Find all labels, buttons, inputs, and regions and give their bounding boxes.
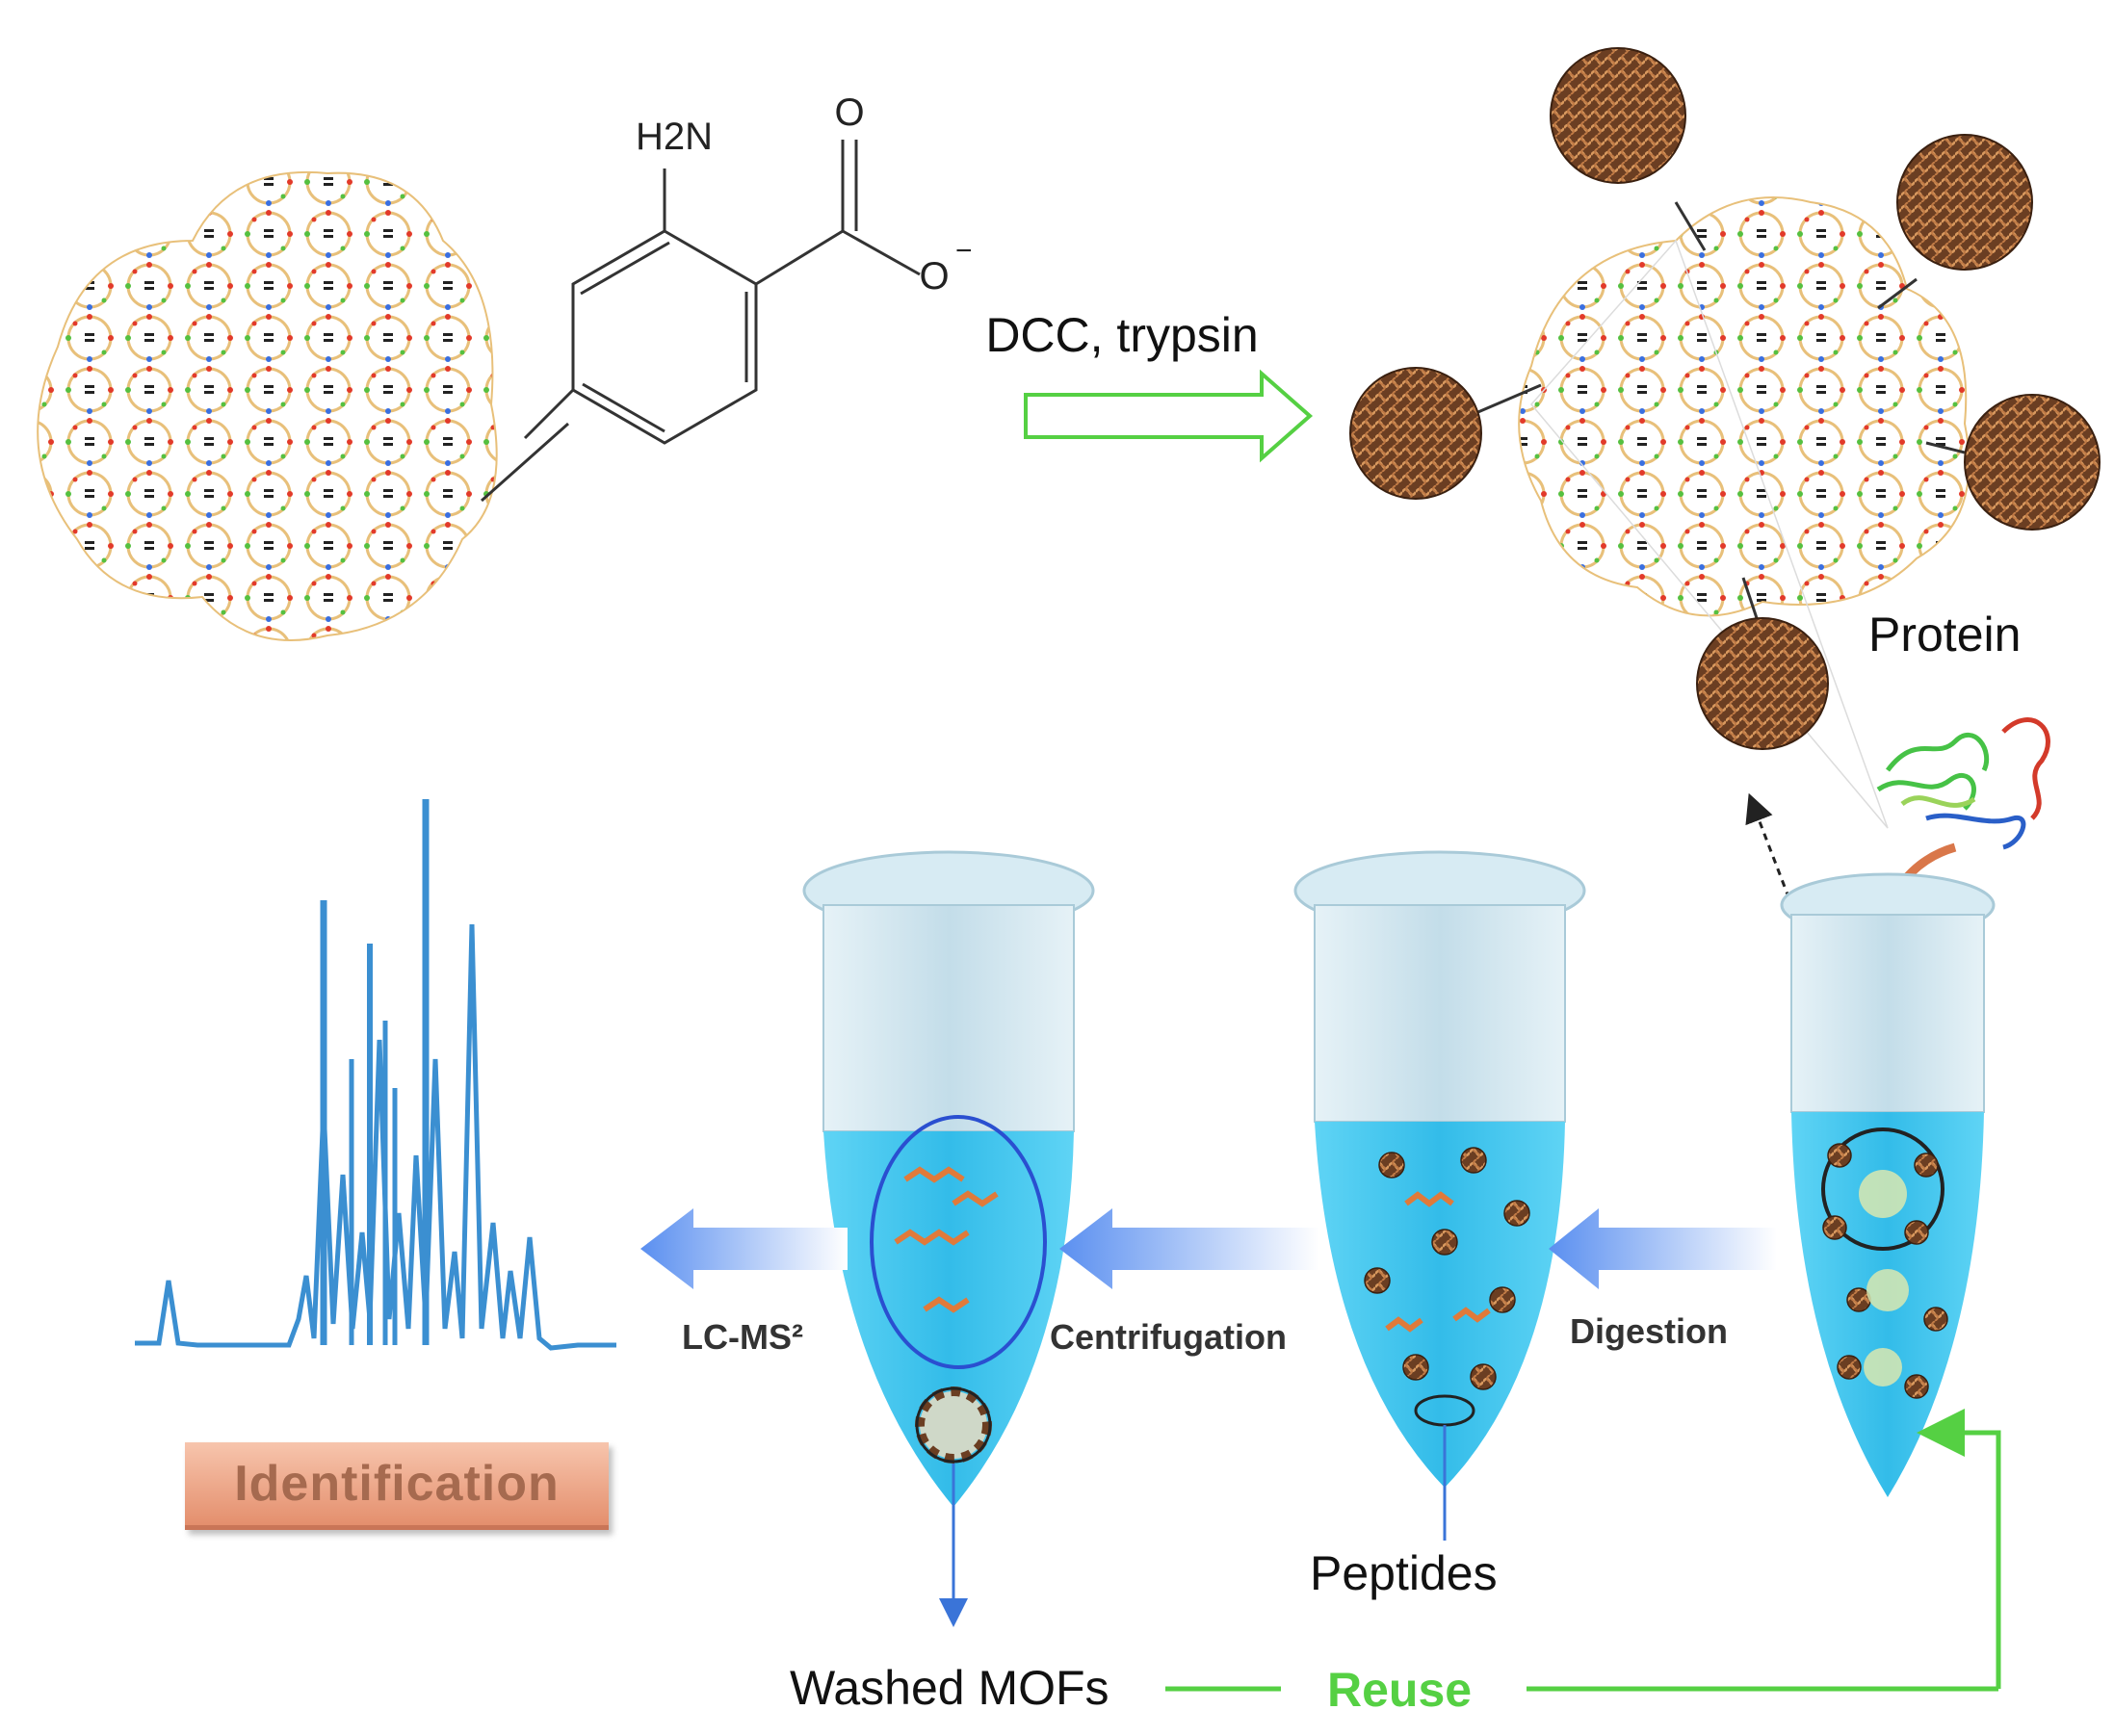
protein-blob — [1550, 47, 1686, 184]
centrifugation-label: Centrifugation — [1050, 1317, 1287, 1357]
digestion-arrow — [1549, 1208, 1777, 1289]
reuse-label: Reuse — [1327, 1663, 1473, 1717]
protein-label: Protein — [1868, 608, 2022, 661]
mof-particle-right — [1518, 196, 1970, 617]
identification-badge: Identification — [185, 1442, 609, 1530]
tube-washed — [802, 850, 1095, 1627]
mass-spectrum-trace — [135, 923, 616, 1351]
digestion-label: Digestion — [1570, 1311, 1729, 1351]
washed-mofs-label: Washed MOFs — [790, 1661, 1109, 1715]
reaction-arrow — [1024, 369, 1314, 463]
oxide-oxygen-label: O — [919, 255, 949, 298]
protein-blob — [1896, 134, 2033, 271]
protein-blob — [1349, 367, 1482, 500]
mof-particle-left — [37, 170, 498, 641]
zoom-wedge — [1530, 239, 1889, 829]
protein-ribbon-icon — [1876, 717, 2050, 850]
carbonyl-oxygen-label: O — [834, 91, 864, 134]
protein-blob — [1696, 617, 1829, 750]
protein-blobs — [1822, 1143, 1948, 1399]
peptide-chains — [894, 1166, 999, 1313]
peptide-chains — [1385, 1191, 1491, 1333]
mof-particles — [1859, 1170, 1909, 1386]
tube-loaded — [1780, 872, 1996, 1497]
protein-blobs — [1364, 1147, 1530, 1390]
peptides-label: Peptides — [1310, 1546, 1498, 1600]
lcms-label: LC-MS² — [682, 1317, 803, 1357]
oxide-charge: − — [955, 235, 973, 267]
amine-label: H2N — [636, 116, 713, 158]
tube-digested — [1293, 850, 1586, 1541]
linker-bond — [481, 422, 569, 503]
immobilized-proteins — [1349, 47, 2101, 750]
centrifugation-arrow — [1059, 1208, 1319, 1289]
reaction-conditions-label: DCC, trypsin — [985, 308, 1258, 362]
lcms-arrow — [640, 1208, 848, 1289]
protein-blob — [1964, 394, 2101, 531]
aminobenzoate-structure — [523, 140, 921, 445]
flow-arrows — [640, 1208, 1777, 1289]
reuse-loop — [1165, 1409, 2001, 1692]
